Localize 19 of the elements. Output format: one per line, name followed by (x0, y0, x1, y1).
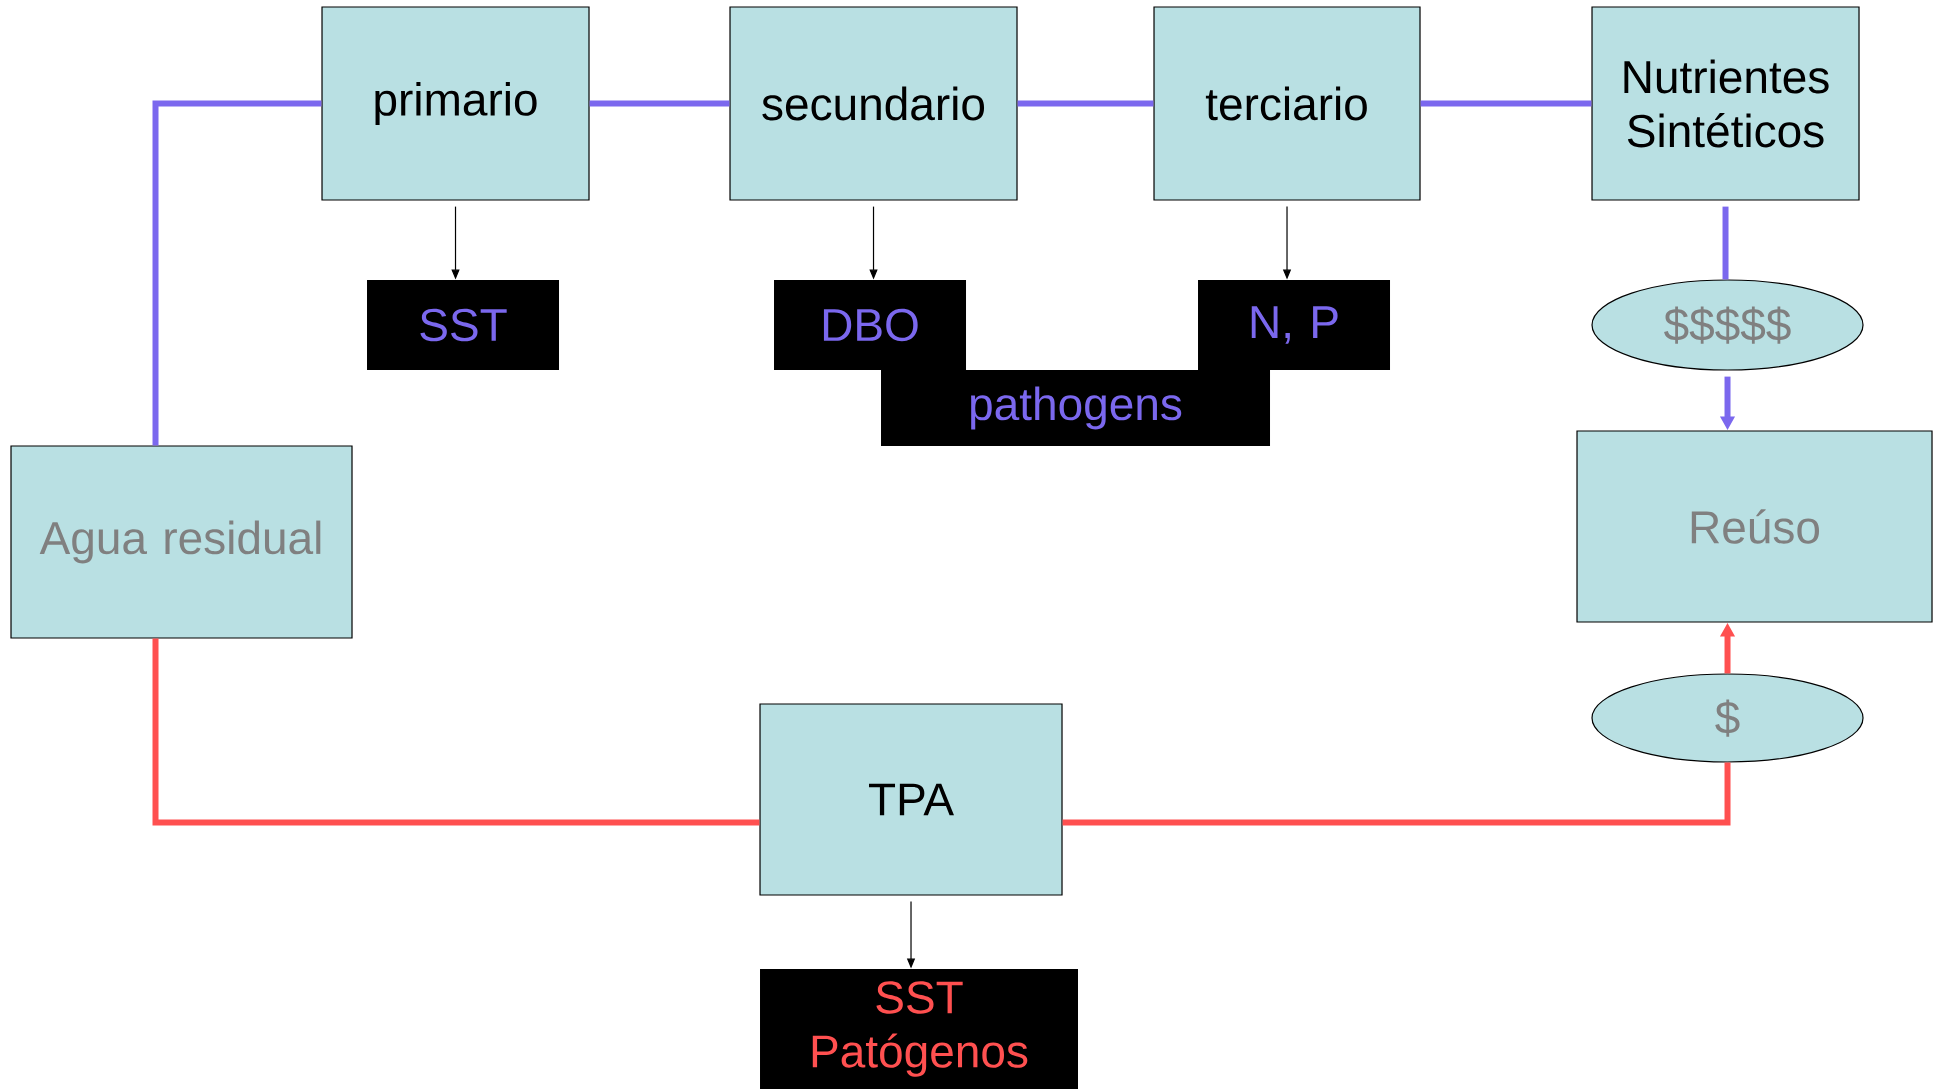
output-label-box: pathogens (881, 370, 1270, 446)
connector-line (1420, 100, 1592, 107)
output-label-box: SST (367, 280, 559, 370)
output-label-box: SST Patógenos (760, 969, 1078, 1089)
output-label-box: N, P (1198, 280, 1390, 370)
connector-line (1017, 100, 1154, 107)
process-box: Nutrientes Sintéticos (1591, 6, 1860, 201)
connector-line (589, 100, 730, 107)
process-box: Reúso (1576, 430, 1933, 623)
connector-line (1062, 762, 1731, 826)
process-box: TPA (759, 703, 1063, 896)
connector-line (152, 638, 760, 826)
output-label-box: DBO (774, 280, 966, 370)
process-box: secundario (729, 6, 1018, 201)
process-box: terciario (1153, 6, 1421, 201)
process-box: Agua residual (10, 445, 353, 639)
connector-line (152, 100, 322, 446)
process-box: primario (321, 6, 590, 201)
connector-line (1722, 206, 1729, 280)
